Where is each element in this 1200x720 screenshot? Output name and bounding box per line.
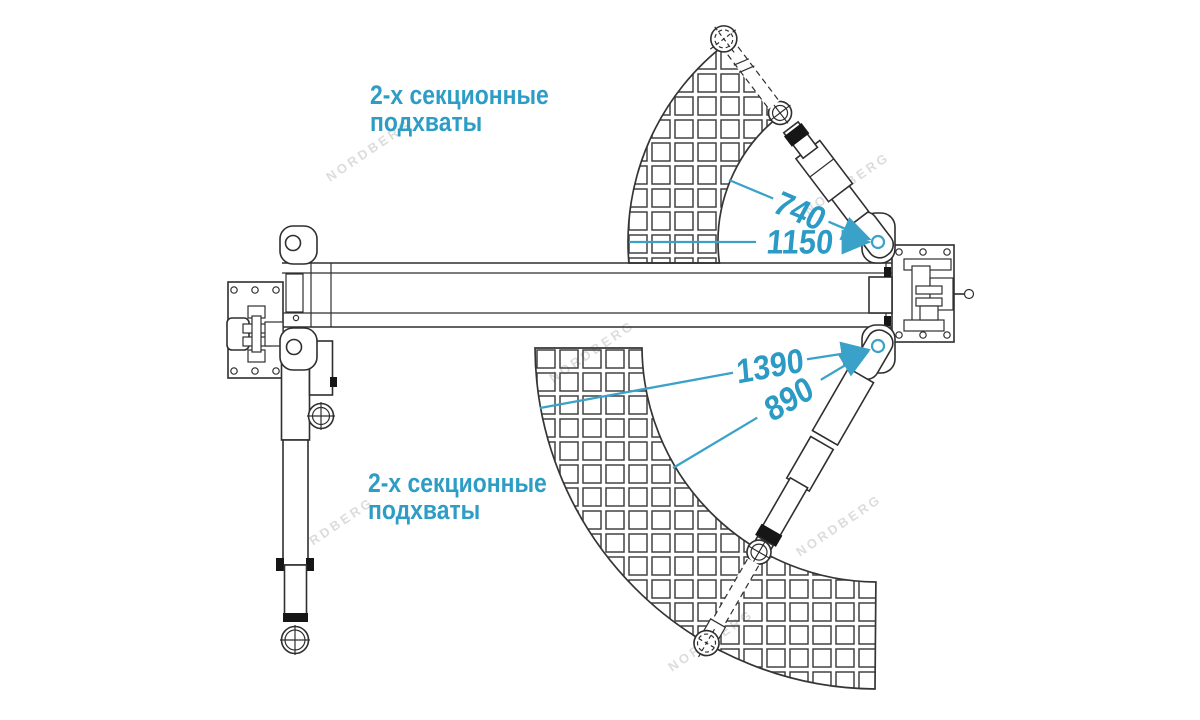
annotation-bottom-line1: 2-х секционные: [368, 468, 547, 498]
left-arm-end-pad: [280, 625, 310, 655]
svg-text:2-х секционные подхваты: 2-х секционные подхваты: [368, 468, 553, 525]
left-screw-mechanism: [242, 305, 300, 363]
right-plate-bolt-holes: [895, 248, 951, 339]
left-plate-bolt-holes: [230, 286, 280, 375]
bottom-swing-arm: [692, 329, 894, 658]
annotation-top-line2: подхваты: [370, 107, 482, 137]
bottom-arm-pad-retracted: [746, 539, 772, 565]
crossbeam: [282, 262, 892, 328]
label-two-section-arms-bottom: 2-х секционные подхваты: [368, 468, 553, 525]
left-arm: [276, 225, 337, 655]
svg-text:2-х секционные подхваты: 2-х секционные подхваты: [370, 80, 555, 137]
limit-rod-knob: [963, 288, 975, 300]
annotation-top-line1: 2-х секционные: [370, 80, 549, 110]
left-arm-mid-pad: [307, 402, 335, 430]
left-arm-section-3: [283, 564, 308, 616]
left-carriage-side: [285, 273, 304, 313]
left-arm-section-2: [282, 439, 309, 566]
right-screw-mechanism: [903, 258, 954, 332]
label-two-section-arms-top: 2-х секционные подхваты: [370, 80, 555, 137]
left-top-pivot-hole: [284, 234, 302, 252]
left-column-carriage: [226, 273, 304, 379]
dimension-1150: 1150: [628, 223, 872, 261]
left-bottom-pivot-hole: [285, 338, 303, 356]
bottom-arm-pivot-pin: [870, 338, 886, 354]
sweep-zone-bottom: [534, 347, 877, 690]
top-arm-pad-retracted: [767, 100, 793, 126]
top-arm-pivot-pin: [870, 234, 886, 250]
right-carriage-block: [868, 276, 893, 314]
bottom-arm-pad-extended-phantom: [692, 628, 721, 658]
watermark-text: NORDBERG: [793, 491, 884, 559]
annotation-bottom-line2: подхваты: [368, 495, 480, 525]
top-arm-pad-extended-phantom: [709, 24, 738, 53]
dimension-1150-value: 1150: [765, 223, 835, 261]
